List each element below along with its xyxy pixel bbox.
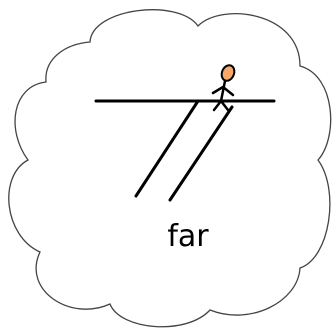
cloud-outline — [9, 10, 331, 327]
thought-cloud-icon — [9, 10, 331, 327]
symbol-caption: far — [138, 219, 238, 255]
